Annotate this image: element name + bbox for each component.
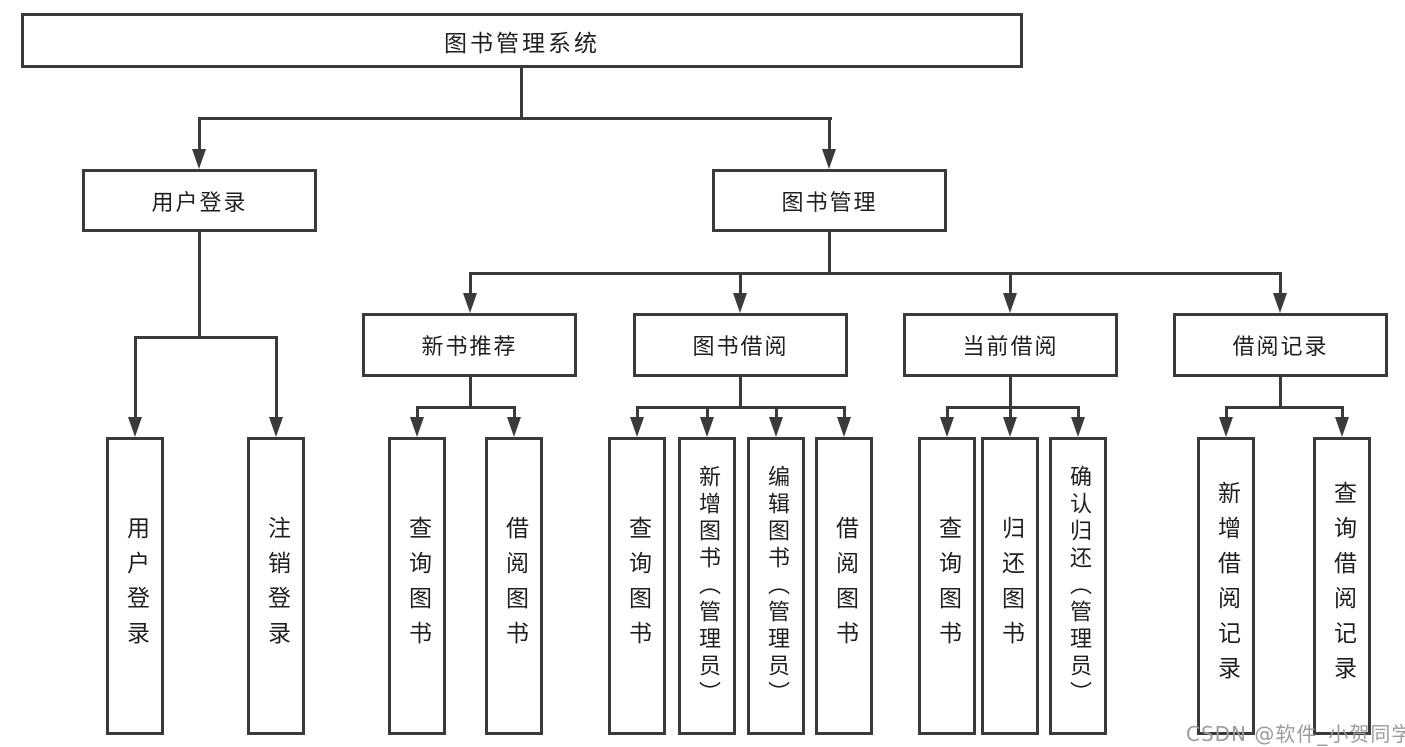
connector-line — [1077, 406, 1080, 421]
connector-line — [469, 272, 472, 299]
leaf-label: 注销登录 — [263, 516, 290, 656]
arrow-down-icon — [192, 149, 206, 169]
csdn-watermark: CSDN @软件_小贺同学 — [1186, 722, 1405, 746]
arrow-down-icon — [1335, 417, 1349, 437]
leaf-edit-books-admin: 编辑图书（管理员） — [747, 437, 805, 735]
connector-line — [1009, 377, 1012, 408]
arrow-down-icon — [463, 293, 477, 313]
arrow-down-icon — [269, 417, 283, 437]
connector-line — [946, 406, 949, 421]
connector-line — [1225, 406, 1344, 409]
connector-line — [469, 377, 472, 408]
connector-line — [775, 406, 778, 421]
connector-line — [134, 336, 278, 339]
node-label: 图书管理 — [781, 190, 878, 216]
node-label: 用户登录 — [151, 190, 248, 216]
arrow-down-icon — [1003, 417, 1017, 437]
connector-line — [1009, 272, 1012, 299]
connector-line — [198, 117, 832, 120]
leaf-add-books-admin: 新增图书（管理员） — [678, 437, 736, 735]
arrow-down-icon — [700, 417, 714, 437]
node-new-book-recommendation: 新书推荐 — [362, 313, 577, 377]
connector-line — [706, 406, 709, 421]
leaf-label: 用户登录 — [122, 516, 149, 656]
connector-line — [513, 406, 516, 421]
leaf-query-borrow-record: 查询借阅记录 — [1313, 437, 1371, 735]
leaf-label: 确认归还（管理员） — [1066, 464, 1091, 708]
leaf-label: 借阅图书 — [831, 516, 858, 656]
node-user-login: 用户登录 — [82, 169, 317, 232]
arrow-down-icon — [822, 149, 836, 169]
connector-line — [198, 117, 201, 153]
leaf-label: 归还图书 — [997, 516, 1024, 656]
leaf-label: 查询图书 — [404, 516, 431, 656]
connector-line — [198, 232, 201, 337]
connector-line — [739, 377, 742, 408]
node-book-management: 图书管理 — [712, 169, 947, 232]
connector-line — [416, 406, 516, 409]
node-label: 当前借阅 — [962, 335, 1059, 360]
arrow-down-icon — [1003, 293, 1017, 313]
leaf-label: 新增图书（管理员） — [695, 464, 720, 708]
arrow-down-icon — [1273, 293, 1287, 313]
connector-line — [134, 336, 137, 421]
connector-line — [828, 232, 831, 273]
connector-line — [469, 272, 1282, 275]
arrow-down-icon — [769, 417, 783, 437]
node-label: 图书借阅 — [692, 335, 789, 360]
leaf-add-borrow-record: 新增借阅记录 — [1197, 437, 1255, 735]
connector-line — [636, 406, 639, 421]
connector-line — [946, 406, 1080, 409]
node-borrowing-records: 借阅记录 — [1173, 313, 1388, 377]
leaf-borrow-books-borrowing: 借阅图书 — [815, 437, 873, 735]
arrow-down-icon — [940, 417, 954, 437]
connector-line — [739, 272, 742, 299]
arrow-down-icon — [1219, 417, 1233, 437]
connector-line — [1225, 406, 1228, 421]
leaf-query-books-recommend: 查询图书 — [388, 437, 446, 735]
leaf-user-login: 用户登录 — [106, 437, 164, 735]
connector-line — [416, 406, 419, 421]
arrow-down-icon — [1071, 417, 1085, 437]
connector-line — [275, 336, 278, 421]
leaf-confirm-return-admin: 确认归还（管理员） — [1049, 437, 1107, 735]
leaf-query-books-borrowing: 查询图书 — [608, 437, 666, 735]
connector-line — [1279, 272, 1282, 299]
leaf-label: 新增借阅记录 — [1213, 481, 1240, 691]
arrow-down-icon — [507, 417, 521, 437]
leaf-label: 查询借阅记录 — [1329, 481, 1356, 691]
leaf-logout: 注销登录 — [247, 437, 305, 735]
node-label: 新书推荐 — [421, 335, 518, 360]
leaf-return-books: 归还图书 — [981, 437, 1039, 735]
node-current-borrowing: 当前借阅 — [903, 313, 1118, 377]
node-label: 图书管理系统 — [444, 30, 600, 57]
leaf-query-books-current: 查询图书 — [918, 437, 976, 735]
leaf-borrow-books-recommend: 借阅图书 — [485, 437, 543, 735]
leaf-label: 查询图书 — [624, 516, 651, 656]
connector-line — [1341, 406, 1344, 421]
connector-line — [843, 406, 846, 421]
node-library-management-system: 图书管理系统 — [21, 13, 1023, 68]
leaf-label: 借阅图书 — [501, 516, 528, 656]
arrow-down-icon — [837, 417, 851, 437]
arrow-down-icon — [630, 417, 644, 437]
connector-line — [1009, 406, 1012, 421]
connector-line — [636, 406, 846, 409]
connector-line — [1279, 377, 1282, 408]
leaf-label: 查询图书 — [934, 516, 961, 656]
connector-line — [828, 117, 831, 153]
connector-line — [520, 68, 523, 118]
node-label: 借阅记录 — [1232, 335, 1329, 360]
arrow-down-icon — [733, 293, 747, 313]
leaf-label: 编辑图书（管理员） — [764, 464, 789, 708]
arrow-down-icon — [128, 417, 142, 437]
node-book-borrowing: 图书借阅 — [633, 313, 848, 377]
arrow-down-icon — [410, 417, 424, 437]
